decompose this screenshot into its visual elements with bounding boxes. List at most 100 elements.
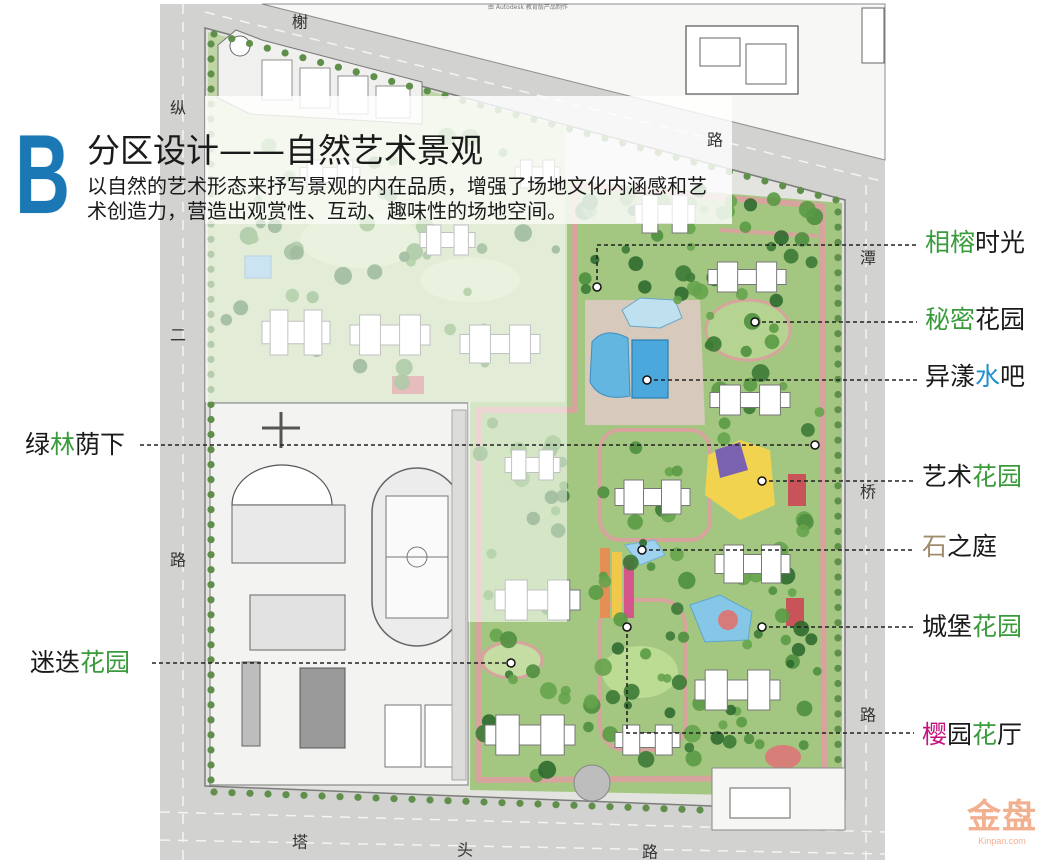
zone-label-part: 花园 <box>80 648 131 677</box>
street-tree <box>832 196 840 204</box>
street-tree <box>207 716 215 724</box>
tree <box>580 283 592 295</box>
street-tree <box>834 314 842 323</box>
street-tree <box>834 740 842 749</box>
tree <box>584 694 599 709</box>
street-tree <box>408 795 416 803</box>
tree <box>489 628 503 642</box>
zone-label-part: 迷迭 <box>30 648 81 677</box>
street-tree <box>207 776 215 784</box>
street-tree <box>834 238 842 246</box>
tree <box>671 674 688 691</box>
tree <box>740 345 752 357</box>
street-tree <box>834 208 842 216</box>
residential-building <box>707 261 787 293</box>
tree <box>640 648 652 660</box>
tree <box>692 283 709 300</box>
street-tree <box>207 40 215 48</box>
tree <box>670 547 684 562</box>
tree <box>775 608 790 623</box>
road-label-west: 纵 <box>170 99 186 118</box>
zone-label-part: 水 <box>975 362 1001 391</box>
tree <box>560 685 571 696</box>
offsite-building-wing <box>699 37 741 67</box>
location-marker-secret-garden <box>750 317 760 327</box>
building-wing <box>623 479 644 515</box>
castle-garden-feature <box>718 610 738 630</box>
tree <box>764 334 780 350</box>
street-tree <box>834 497 842 505</box>
tree <box>623 701 633 710</box>
offsite-building <box>729 787 791 819</box>
street-tree <box>444 797 452 805</box>
tree <box>685 750 702 767</box>
page-title: 分区设计——自然艺术景观 <box>87 131 483 170</box>
tree <box>611 642 625 655</box>
tree <box>622 554 639 571</box>
street-tree <box>318 792 326 800</box>
tree <box>686 242 695 251</box>
tree <box>710 731 725 745</box>
offsite-building <box>861 7 885 64</box>
tree <box>590 254 600 265</box>
field-center-circle <box>406 546 428 568</box>
building-wing <box>747 669 771 711</box>
school-building <box>299 667 346 749</box>
zone-label-part: 樱 <box>922 720 948 749</box>
tree <box>766 241 777 252</box>
tree <box>753 629 763 639</box>
tree <box>743 377 758 392</box>
tree <box>673 295 682 305</box>
street-tree <box>678 805 686 813</box>
street-tree <box>834 679 842 688</box>
street-tree <box>642 804 650 812</box>
fade-overlay <box>468 402 567 622</box>
tree <box>766 192 781 207</box>
street-tree <box>834 406 842 414</box>
street-tree <box>388 77 396 85</box>
building-wing <box>661 479 682 515</box>
building-wing <box>761 544 782 584</box>
street-tree <box>207 701 215 709</box>
tree <box>801 423 815 437</box>
zone-label-part: 花园 <box>972 462 1023 491</box>
tree <box>774 230 789 246</box>
tree <box>671 465 683 477</box>
street-tree <box>516 799 524 807</box>
zone-label-secret-garden: 秘密花园 <box>925 306 1025 334</box>
cherry-garden-lawn <box>602 646 678 698</box>
street-tree <box>743 172 751 180</box>
zone-label-part: 异漾 <box>925 362 976 391</box>
building-wing <box>755 261 778 293</box>
street-tree <box>354 793 362 801</box>
tree <box>769 323 779 334</box>
tree <box>706 311 715 320</box>
ring-path <box>475 182 827 783</box>
tree <box>812 666 822 676</box>
tree <box>538 760 557 779</box>
street-tree <box>834 543 842 551</box>
description-line: 术创造力，营造出观赏性、互动、趣味性的场地空间。 <box>87 199 567 223</box>
tree <box>602 726 619 743</box>
street-tree <box>834 619 842 627</box>
zone-label-part: 园 <box>947 720 973 749</box>
building-wing <box>495 714 520 756</box>
location-marker-castle-garden <box>757 622 767 632</box>
building-wing <box>719 384 741 416</box>
zone-label-water-bar: 异漾水吧 <box>925 363 1025 391</box>
tree <box>736 716 747 728</box>
tree <box>798 740 809 751</box>
street-tree <box>834 482 842 490</box>
logo-mark: 金盘 <box>967 797 1037 837</box>
street-tree <box>282 791 290 799</box>
street-tree <box>779 182 787 190</box>
zone-label-cherry-hall: 樱园花厅 <box>922 721 1022 749</box>
street-tree <box>834 330 842 338</box>
street-tree <box>300 791 308 799</box>
street-tree <box>207 626 215 634</box>
street-tree <box>834 451 842 459</box>
street-tree <box>462 797 470 805</box>
tree <box>717 432 731 446</box>
software-stamp: 由 Autodesk 教育版产品制作 <box>488 3 568 11</box>
street-tree <box>834 649 842 657</box>
